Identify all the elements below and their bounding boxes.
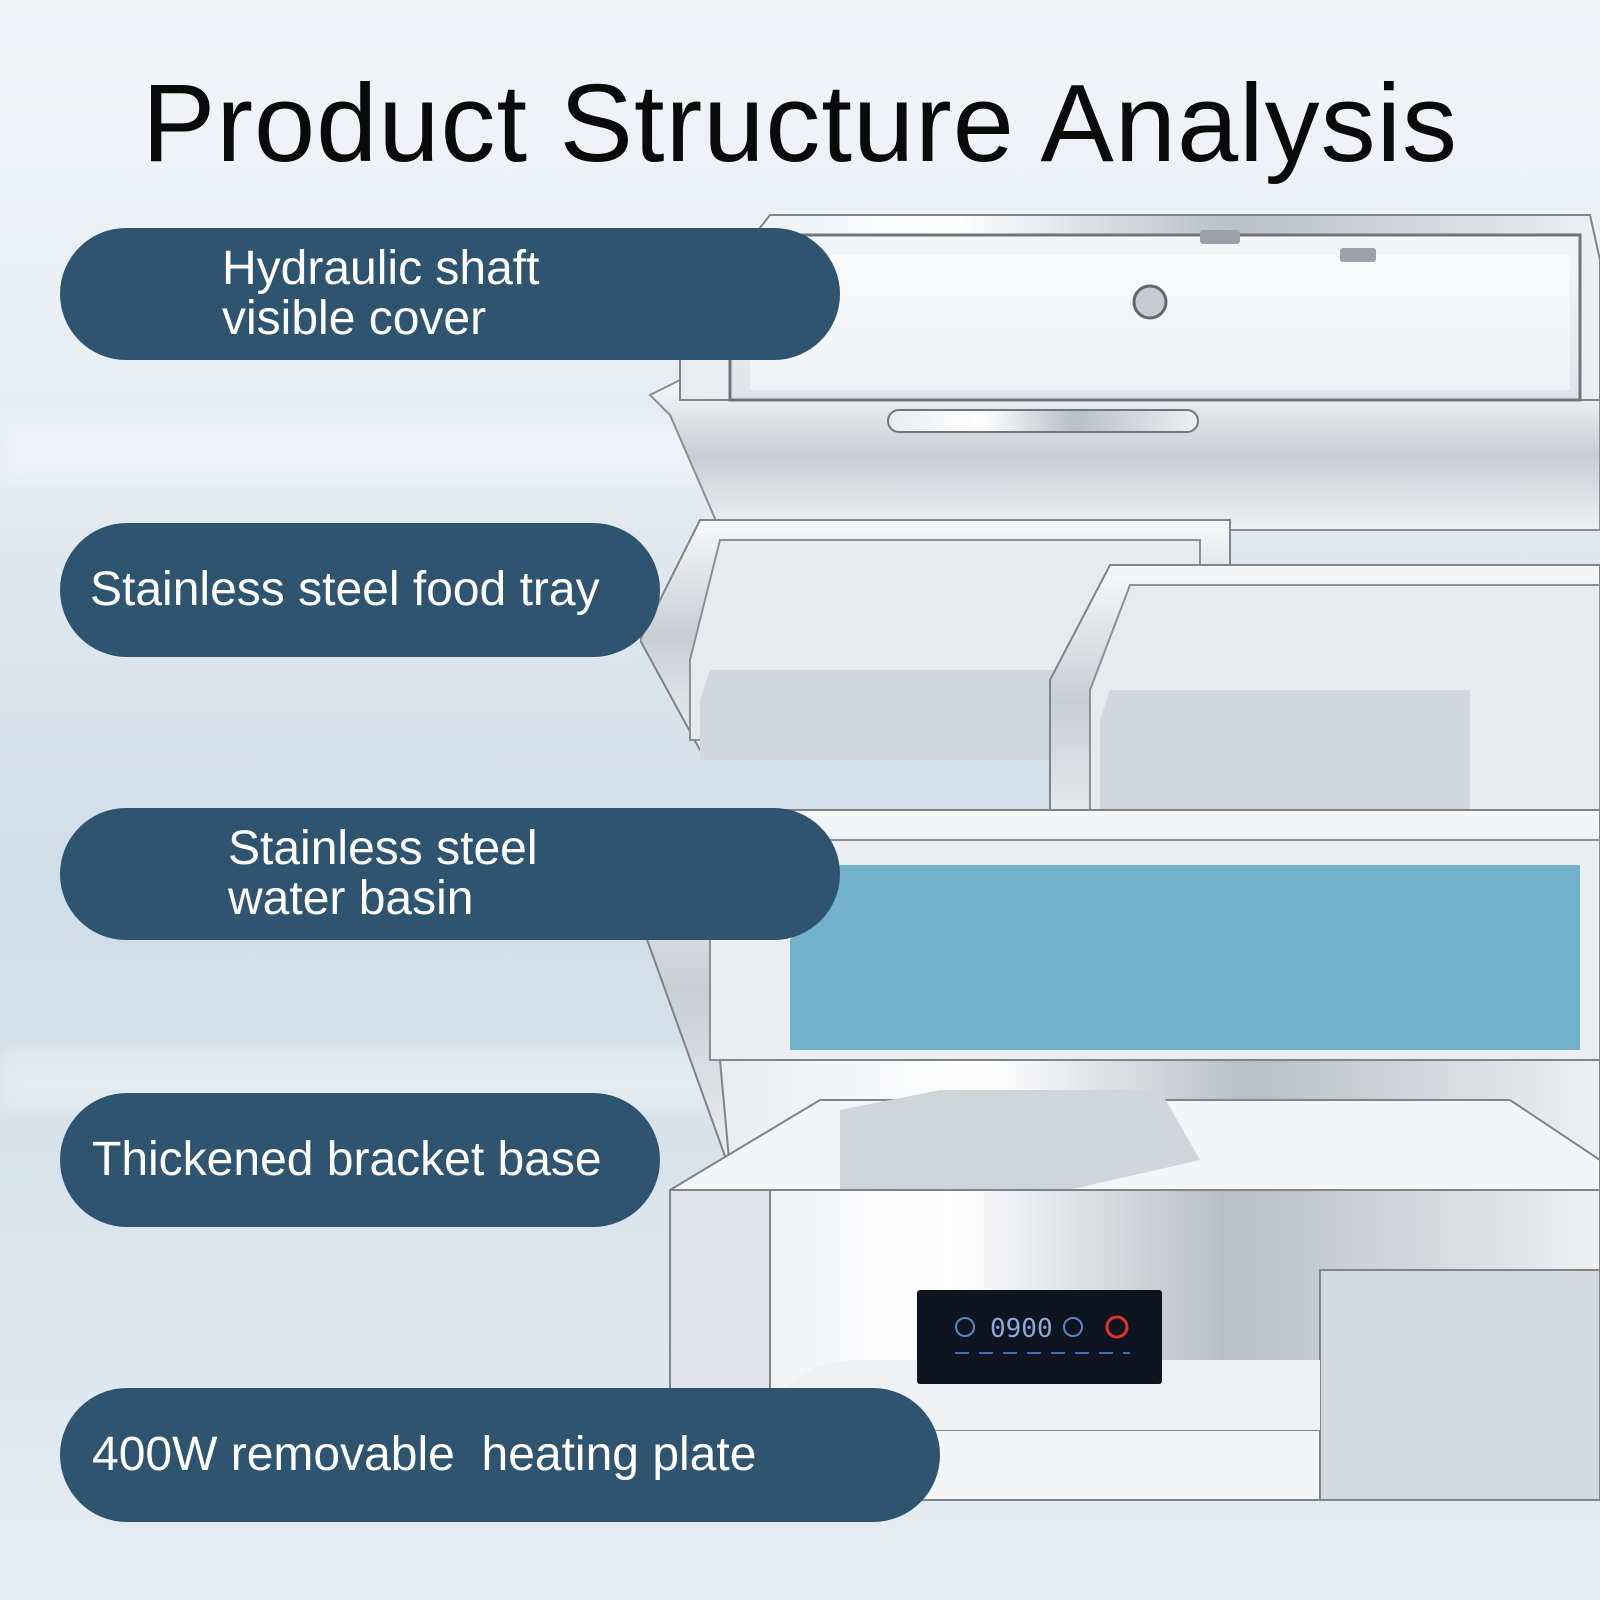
page-title: Product Structure Analysis [141, 62, 1459, 185]
label-base: Thickened bracket base [60, 1093, 660, 1227]
label-base-text: Thickened bracket base [92, 1133, 602, 1186]
label-cover-line1: Hydraulic shaft [222, 242, 540, 295]
label-cover-line2: visible cover [222, 292, 487, 345]
label-cover: Hydraulic shaft visible cover [60, 228, 840, 360]
label-food-tray: Stainless steel food tray [60, 523, 660, 657]
water [790, 865, 1580, 1050]
steam-vent-icon [1132, 284, 1168, 320]
lid-handle [887, 409, 1199, 433]
label-heating-plate-text: 400W removable heating plate [92, 1428, 757, 1481]
label-water-basin: Stainless steel water basin [60, 808, 840, 940]
label-food-tray-text: Stainless steel food tray [90, 563, 600, 616]
label-heating-plate: 400W removable heating plate [60, 1388, 940, 1522]
temperature-icon [955, 1317, 975, 1337]
food-trays [640, 519, 1600, 841]
control-panel [917, 1290, 1162, 1384]
label-water-basin-line1: Stainless steel [228, 822, 538, 875]
timer-display: 0900 [990, 1314, 1053, 1344]
label-water-basin-line2: water basin [228, 872, 474, 925]
chafing-dish-illustration: 0900 [640, 214, 1600, 1501]
timer-icon[interactable] [1063, 1317, 1083, 1337]
power-icon[interactable] [1105, 1315, 1129, 1339]
